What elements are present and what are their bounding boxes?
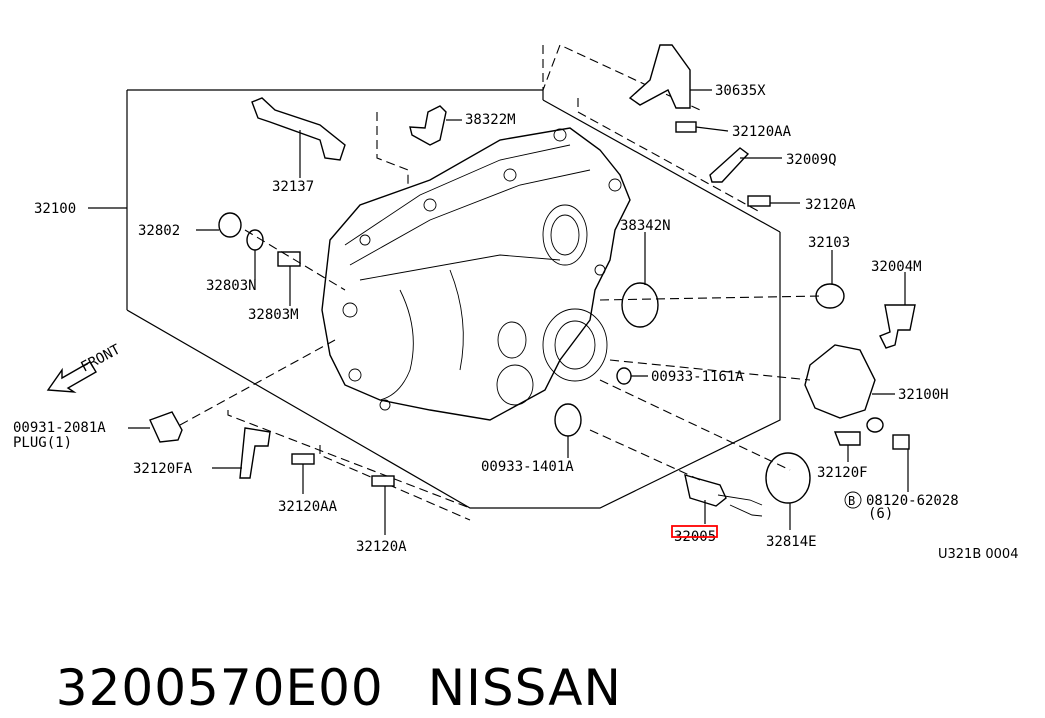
caption-brand: NISSAN [427, 659, 622, 717]
plug-32803m [277, 251, 301, 267]
transmission-case-parts-diagram: FRONT 30635X 38322M 32120AA 32009Q 32137… [13, 44, 1018, 562]
label-32803n: 32803N [206, 278, 257, 294]
label-32137: 32137 [272, 179, 314, 195]
label-32120aa-top: 32120AA [732, 124, 792, 140]
label-38322m: 38322M [465, 112, 516, 128]
washer-32120f [866, 417, 884, 433]
caption-part-number: 3200570E00 [55, 659, 384, 717]
leader-frame-top [542, 44, 701, 111]
label-08120-62028: 08120-62028 [866, 493, 959, 509]
bolt-circle-b-icon [844, 491, 862, 509]
label-32103: 32103 [808, 235, 850, 251]
cover-32100h [804, 344, 876, 419]
label-32802: 32802 [138, 223, 180, 239]
label-00931-2081a: 00931-2081A [13, 420, 106, 436]
leader-32120aa-top [695, 126, 729, 132]
assembly-line-3 [179, 339, 336, 426]
bolt-08120-62028 [892, 434, 910, 450]
part-caption: 3200570E00 NISSAN [22, 598, 622, 718]
washer-00933-1161a [616, 367, 632, 385]
label-32120a-top: 32120A [805, 197, 856, 213]
assembly-line-6 [609, 359, 811, 381]
assembly-frame-bottom [126, 232, 781, 509]
assembly-line-2 [589, 429, 701, 481]
bracket-30635x [628, 44, 691, 109]
bolt-32120aa-bottom [291, 453, 315, 465]
assembly-line-4 [244, 229, 346, 291]
front-arrow-icon [46, 361, 97, 393]
leader-frame-bottom2 [319, 445, 471, 521]
cap-32802 [218, 212, 242, 238]
bracket-32004m [879, 304, 916, 349]
bolt-32120a-top [747, 195, 771, 207]
front-label: FRONT [78, 341, 123, 375]
bracket-32137 [251, 97, 346, 161]
clip-32120f [833, 431, 861, 446]
diagram-reference-code: U321B 0004 [938, 547, 1018, 562]
seal-32814e [765, 452, 811, 504]
label-plug: PLUG(1) [13, 435, 72, 451]
cap-32103 [815, 283, 845, 309]
label-38342n: 38342N [620, 218, 671, 234]
sensor-32005 [684, 474, 727, 507]
sensor-harness [717, 494, 763, 517]
leader-frame-right [577, 98, 761, 213]
clip-32009q [709, 147, 750, 183]
label-circle-b: B [848, 494, 855, 508]
label-00933-1161a: 00933-1161A [651, 369, 744, 385]
label-32120a-bottom: 32120A [356, 539, 407, 555]
label-32120fa: 32120FA [133, 461, 193, 477]
label-32009q: 32009Q [786, 152, 837, 168]
assembly-frame [127, 89, 544, 100]
label-00933-1401a: 00933-1401A [481, 459, 574, 475]
leader-frame-bottom [227, 410, 471, 509]
transmission-case [321, 127, 631, 421]
highlight-box-32005 [671, 525, 718, 538]
label-32120f: 32120F [817, 465, 868, 481]
label-32100h: 32100H [898, 387, 949, 403]
bolt-32120aa-top [675, 121, 697, 133]
seal-38342n [621, 282, 659, 328]
label-30635x: 30635X [715, 83, 766, 99]
assembly-frame-diag [542, 99, 781, 233]
label-32100: 32100 [34, 201, 76, 217]
assembly-line-5 [599, 295, 821, 301]
assembly-line-1 [599, 379, 791, 471]
label-32803m: 32803M [248, 307, 299, 323]
plug-00931-2081a [149, 411, 183, 443]
label-32004m: 32004M [871, 259, 922, 275]
bolt-32120a-bottom [371, 475, 395, 487]
label-32814e: 32814E [766, 534, 817, 550]
seal-00933-1401a [554, 403, 582, 437]
label-qty-6: (6) [868, 506, 893, 522]
label-32120aa-bottom: 32120AA [278, 499, 338, 515]
bracket-32120fa [239, 427, 271, 479]
breather-38322m [409, 105, 447, 146]
